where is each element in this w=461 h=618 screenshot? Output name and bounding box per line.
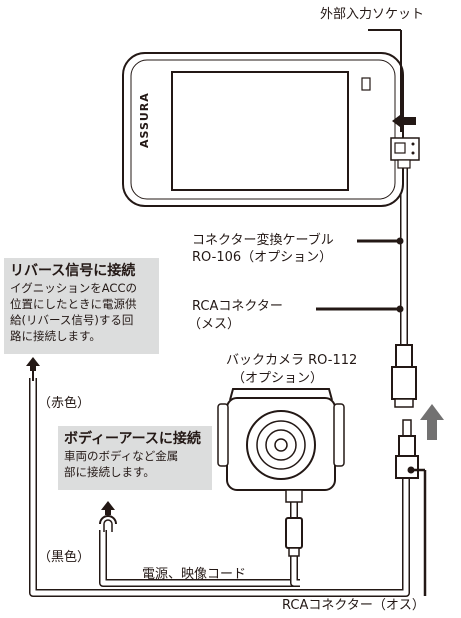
external-input-socket [390,137,420,169]
connect-arrow [420,404,444,440]
body-earth-line-1: 車両のボディなど金属 [64,449,179,463]
camera-label-1: バックカメラ RO-112 [226,353,358,368]
conversion-cable-label-1: コネクター変換ケーブル [192,233,334,248]
device-screen [171,71,349,191]
red-wire-terminal [26,357,40,381]
reverse-signal-line-3: 給(リバース信号)する回 [10,313,134,327]
device-button [361,77,371,91]
camera-cable-connector [285,517,303,549]
body-earth-line-2: 部に接続します。 [64,465,155,479]
camera-label-2: （オプション） [232,371,324,386]
rca-male-label: RCAコネクター（オス） [282,598,425,613]
earth-terminal [99,501,117,532]
red-wire-label: （赤色） [38,396,91,411]
external-input-socket-label: 外部入力ソケット [320,7,425,22]
rca-female-label-2: （メス） [188,317,241,332]
body-earth-title: ボディーアースに接続 [64,431,201,447]
conversion-cable-label-2: RO-106（オプション） [192,250,333,265]
black-wire-label: （黒色） [38,550,91,565]
reverse-signal-line-1: イグニッションをACCの [10,281,137,295]
device-brand: ASSURA [138,92,151,148]
reverse-signal-title: リバース信号に接続 [10,263,136,279]
reverse-signal-line-4: 路に接続します。 [10,329,101,343]
back-camera [217,388,345,503]
body-earth-box: ボディーアースに接続 車両のボディなど金属 部に接続します。 [58,426,212,490]
navigation-device [122,52,404,207]
power-video-cord-label: 電源、映像コード [142,567,247,582]
reverse-signal-box: リバース信号に接続 イグニッションをACCの 位置にしたときに電源供 給(リバー… [4,258,159,354]
socket-arrow [392,112,416,130]
rca-female-label-1: RCAコネクター [192,299,283,314]
reverse-signal-line-2: 位置にしたときに電源供 [10,297,137,311]
rca-female-connector [391,344,417,408]
